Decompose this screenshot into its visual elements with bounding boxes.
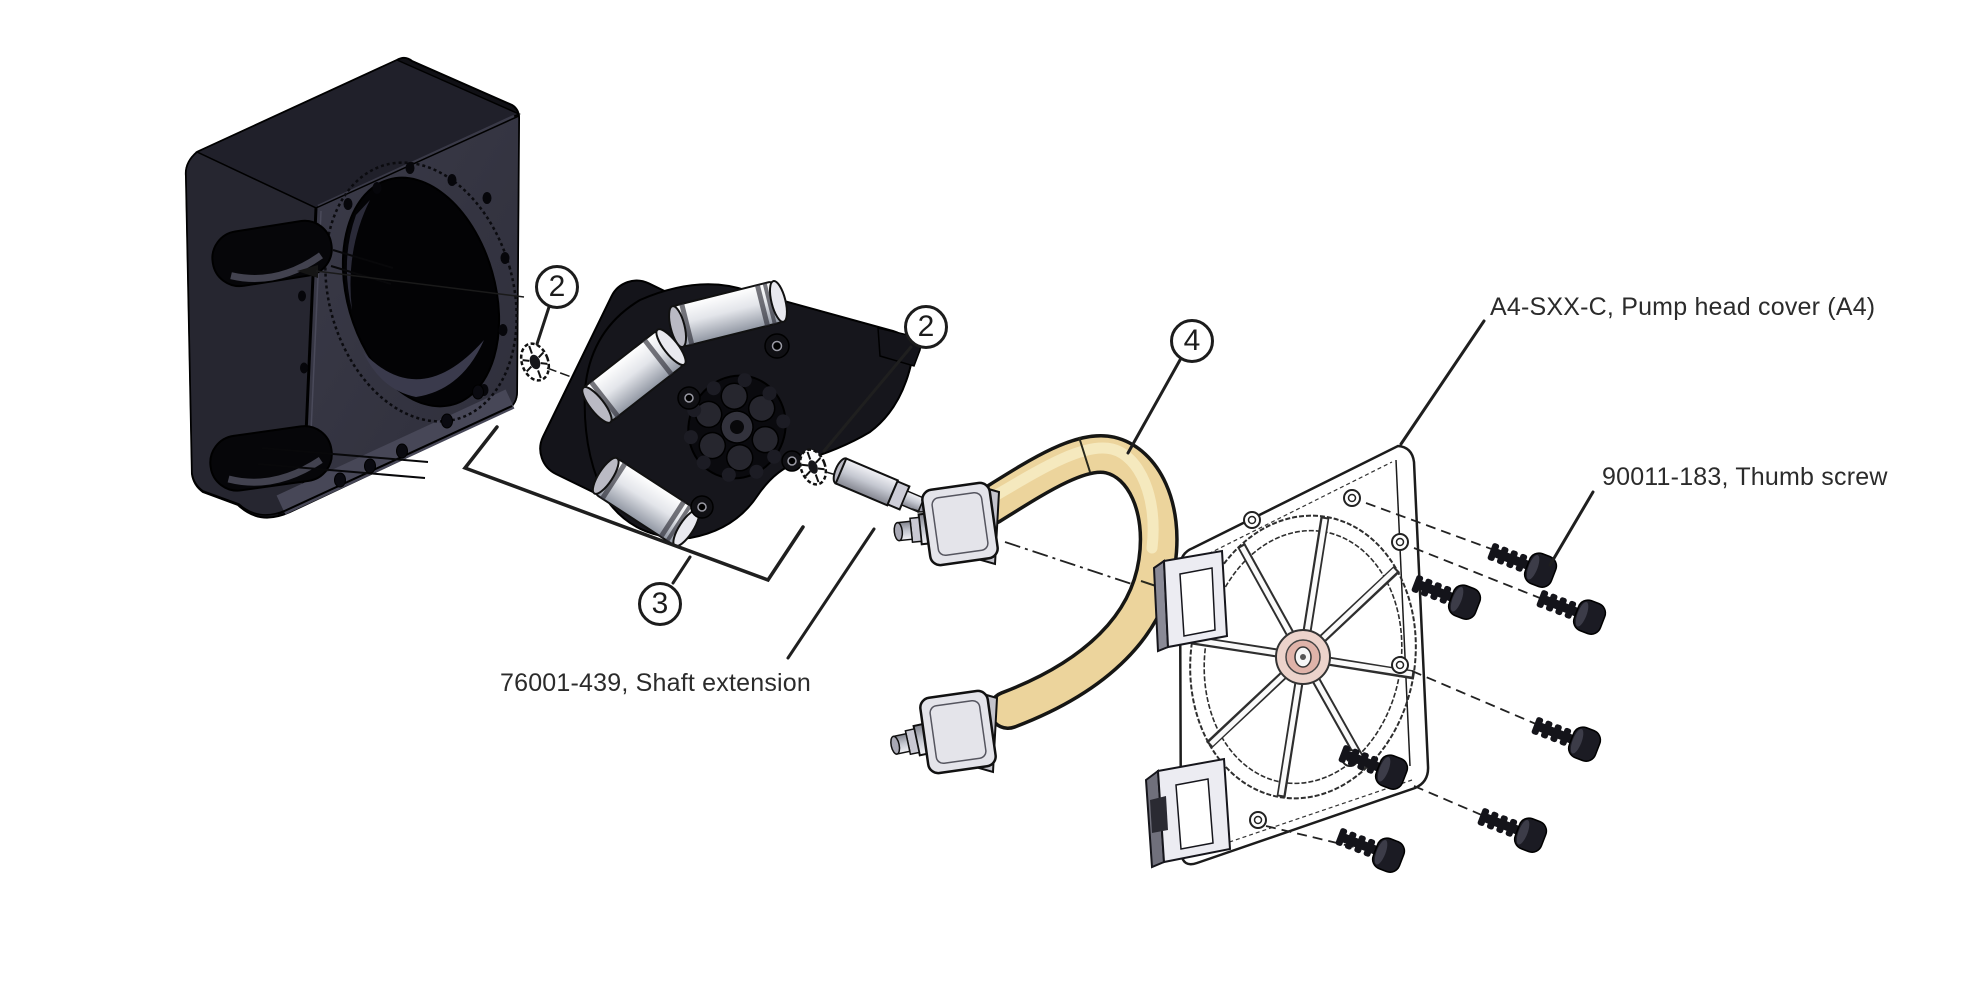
label-shaft-extension: 76001-439, Shaft extension — [500, 669, 811, 697]
callout-number: 4 — [1183, 324, 1201, 357]
cover-tab-lower — [1144, 757, 1232, 869]
shaft-extension — [832, 457, 932, 513]
thumb-screw — [1531, 717, 1602, 762]
leader-callout-4 — [1126, 358, 1182, 455]
roller-top — [668, 279, 788, 349]
callout-3: 3 — [638, 582, 682, 626]
callout-number: 2 — [548, 270, 566, 303]
thumb-screws — [1335, 543, 1607, 873]
tube-fitting-upper — [893, 481, 1001, 567]
pump-head-roller-assembly — [539, 279, 922, 548]
thumb-screw — [1477, 808, 1548, 853]
washer-1 — [519, 342, 551, 382]
callout-number: 2 — [917, 310, 935, 343]
callout-2-middle: 2 — [904, 305, 948, 349]
roller-left — [581, 328, 687, 424]
callout-2-left: 2 — [535, 265, 579, 309]
tubing-with-fittings — [890, 434, 1187, 775]
pump-head-cover — [1144, 444, 1430, 869]
thumb-screw — [1487, 543, 1558, 588]
thumb-screw — [1536, 590, 1607, 635]
leader-lines — [462, 305, 1595, 660]
centerline-arrow — [297, 265, 318, 278]
pump-head-gear — [683, 373, 791, 482]
label-pump-head-cover: A4-SXX-C, Pump head cover (A4) — [1490, 293, 1876, 321]
bracket-item-3 — [462, 425, 805, 583]
roller-bottom — [591, 456, 701, 548]
leader-pump-head-cover — [1399, 319, 1486, 446]
thumb-screw — [1335, 828, 1406, 873]
leader-callout-2a — [535, 305, 551, 346]
cover-hub — [1275, 629, 1331, 685]
housing-slot-bottom — [209, 425, 333, 492]
leader-callout-2b — [822, 345, 913, 453]
callout-number: 3 — [651, 587, 669, 620]
washer-2 — [798, 448, 828, 486]
cover-tab-upper — [1152, 549, 1229, 653]
callout-4: 4 — [1170, 319, 1214, 363]
housing-rim-holes — [334, 384, 484, 488]
leader-thumb-screw — [1548, 490, 1595, 567]
thumb-screw — [1338, 745, 1409, 790]
thumb-screw — [1411, 575, 1482, 620]
tube-fitting-lower — [890, 689, 999, 775]
leader-shaft-extension — [786, 527, 876, 660]
pump-mounting-housing — [184, 56, 525, 519]
label-thumb-screw: 90011-183, Thumb screw — [1602, 463, 1888, 491]
leader-callout-3 — [671, 555, 692, 585]
